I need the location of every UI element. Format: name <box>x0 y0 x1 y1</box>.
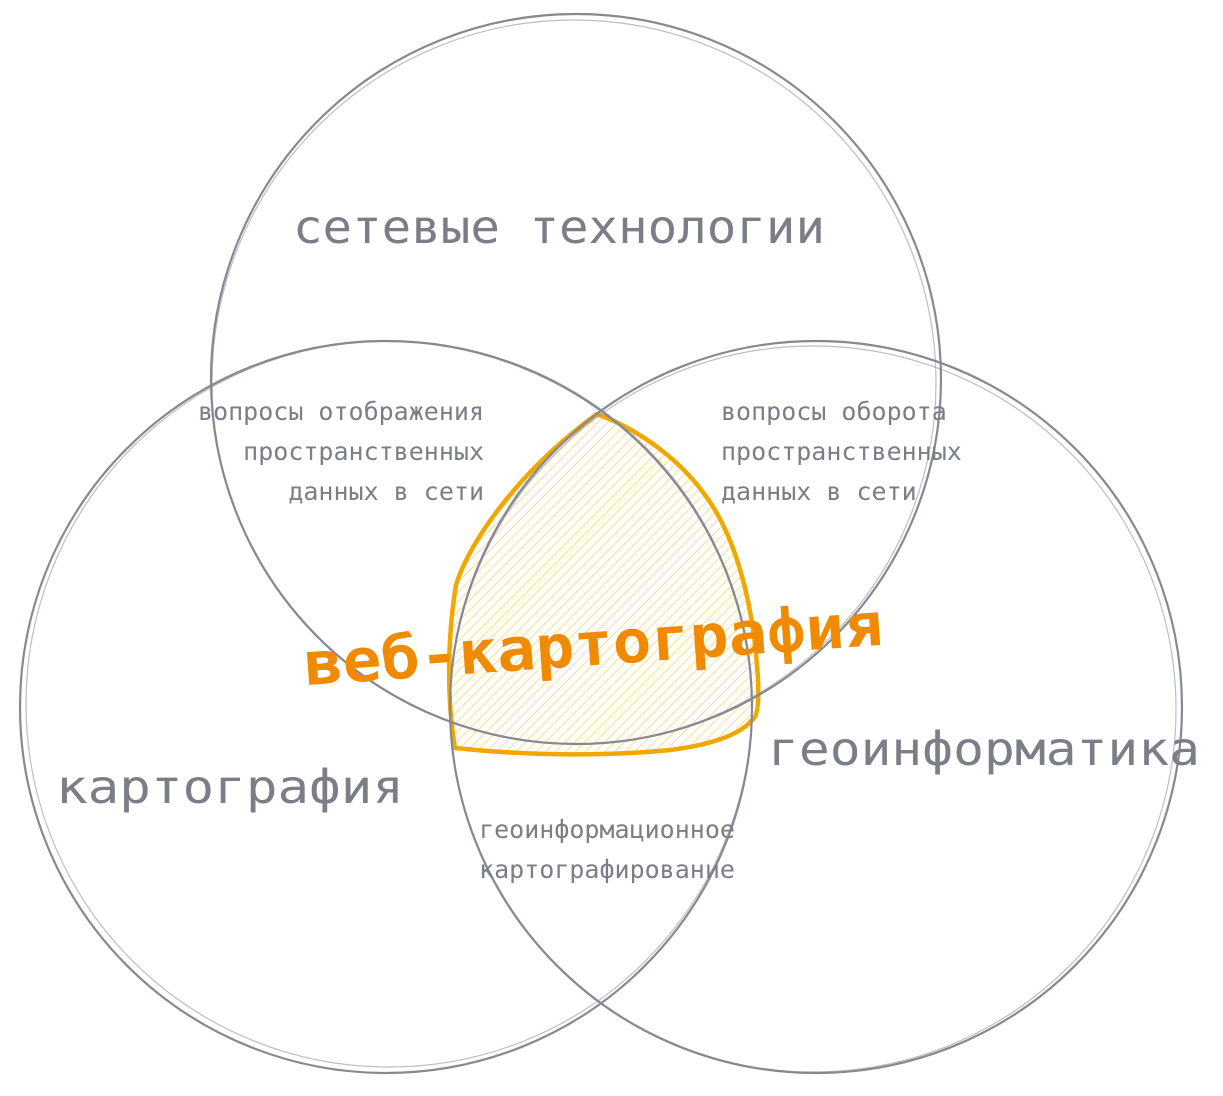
web-cartography-region <box>446 411 761 757</box>
circle-cartography <box>18 339 754 1075</box>
overlap-label-bottom: геоинформационное картографирование <box>479 815 735 884</box>
overlap-label-top-right: вопросы оборота пространственных данных … <box>721 397 962 506</box>
label-cartography: картография <box>56 760 404 814</box>
circle-geoinformatics <box>448 339 1184 1075</box>
svg-text:данных в сети: данных в сети <box>288 477 484 506</box>
svg-text:пространственных: пространственных <box>243 437 484 466</box>
overlap-label-top-left: вопросы отображения пространственных дан… <box>198 397 484 506</box>
svg-text:геоинформационное: геоинформационное <box>479 815 735 844</box>
svg-text:данных в сети: данных в сети <box>721 477 917 506</box>
svg-text:вопросы оборота: вопросы оборота <box>721 397 947 426</box>
label-geoinformatics: геоинформатика <box>768 722 1200 776</box>
circle-network-technologies <box>209 12 943 746</box>
svg-text:вопросы отображения: вопросы отображения <box>198 397 484 426</box>
svg-text:пространственных: пространственных <box>721 437 962 466</box>
svg-text:картографирование: картографирование <box>479 855 735 884</box>
label-network-technologies: сетевые технологии <box>293 200 825 254</box>
